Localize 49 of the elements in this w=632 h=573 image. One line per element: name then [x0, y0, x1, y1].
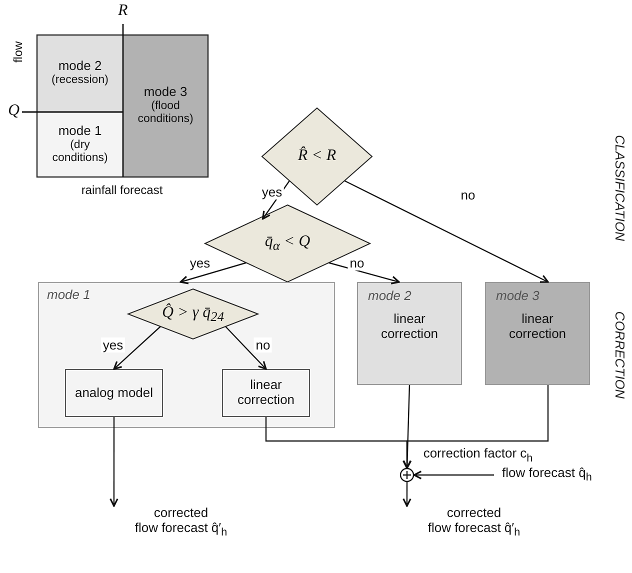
mode-heading: mode 3: [496, 289, 540, 304]
node-text: corrected flow forecast q̂′$_{h}$: [134, 506, 228, 539]
edge-label: yes: [260, 184, 284, 200]
edge-label: no: [254, 338, 272, 352]
quadrant-panel: [37, 35, 123, 112]
axis-label: R: [118, 2, 128, 20]
edge-label: yes: [100, 338, 126, 352]
arrow: [113, 326, 161, 370]
node-text: (dry conditions): [51, 138, 109, 166]
mode-heading: mode 1: [47, 288, 92, 303]
node-text: Q̂ > γ q̄$_{24}$: [162, 304, 224, 324]
decision-diamond: [128, 289, 258, 339]
node-text: R̂ < R: [298, 147, 336, 166]
arrow: [344, 180, 549, 283]
node-text: linear correction: [508, 312, 568, 342]
node-text: (flood conditions): [136, 100, 194, 127]
node-text: corrected flow forecast q̂′$_{h}$: [426, 506, 522, 539]
decision-diamond: [262, 108, 372, 205]
arrow: [225, 326, 267, 370]
arrow: [402, 385, 549, 469]
axis-label: Q: [8, 102, 20, 120]
node-text: mode 2: [58, 59, 102, 74]
section-label: CLASSIFICATION: [612, 135, 628, 241]
sum-junction: [400, 468, 414, 482]
node-text: mode 3: [144, 85, 188, 100]
node-text: (recession): [52, 74, 108, 88]
process-box: [485, 282, 590, 385]
quadrant-panel: [123, 35, 208, 177]
node-text: analog model: [74, 386, 154, 400]
process-box: [65, 369, 163, 417]
node-text: linear correction: [236, 378, 296, 408]
mode-heading: mode 2: [368, 289, 412, 304]
axis-label: rainfall forecast: [81, 183, 163, 197]
axis-label: flow: [11, 41, 25, 63]
arrow: [413, 470, 494, 480]
process-box: [357, 282, 462, 385]
arrow: [328, 262, 400, 284]
quadrant-panel: [37, 112, 123, 177]
node-text: q̄$_{α}$ < Q: [264, 233, 310, 254]
node-text: flow forecast q̂$_{h}$: [502, 466, 592, 484]
process-box: [222, 369, 310, 417]
edge-label: correction factor c$_{h}$: [421, 446, 535, 464]
node-text: linear correction: [380, 312, 440, 342]
arrow: [402, 482, 412, 507]
arrow: [180, 262, 246, 284]
section-label: CORRECTION: [612, 311, 628, 399]
mode-group-panel: [38, 282, 335, 428]
node-text: mode 1: [58, 124, 102, 139]
arrow: [110, 417, 118, 507]
